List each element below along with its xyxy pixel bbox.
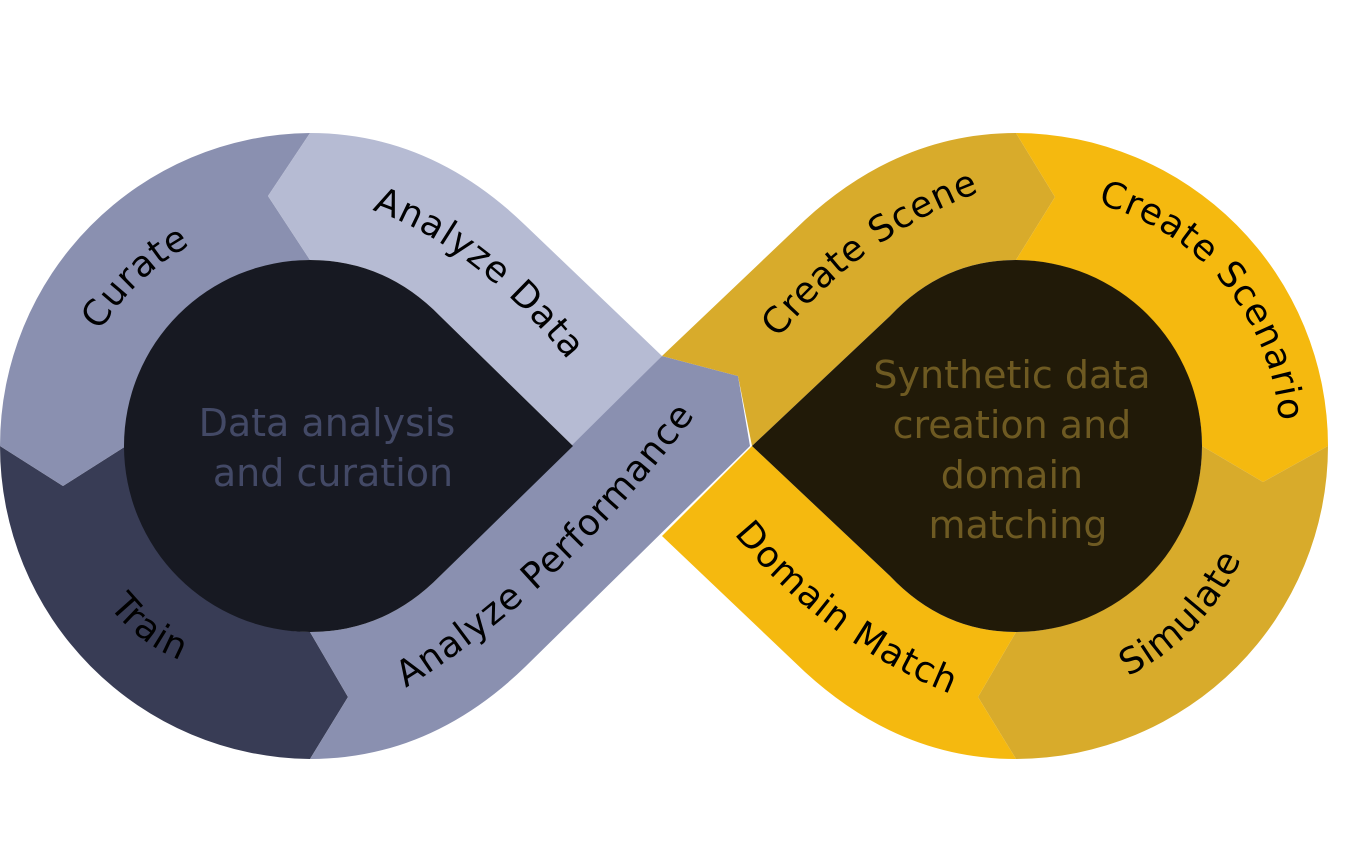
center-right-line: domain [941, 453, 1083, 497]
segment-analyze-performance[interactable] [310, 356, 750, 759]
center-left-line: and curation [213, 451, 453, 495]
center-right-line: matching [929, 503, 1108, 547]
center-right [752, 260, 1202, 632]
segment-domain-match[interactable] [662, 446, 1016, 759]
segment-train[interactable] [0, 446, 348, 759]
center-right-line: Synthetic data [873, 353, 1150, 397]
center-left-line: Data analysis [199, 401, 456, 445]
segment-create-scene[interactable] [662, 133, 1055, 446]
segment-curate[interactable] [0, 133, 310, 486]
left-loop [0, 133, 750, 759]
segment-simulate[interactable] [978, 446, 1328, 759]
right-loop [662, 133, 1328, 759]
center-right-title: Synthetic data creation and domain match… [873, 353, 1162, 547]
center-right-line: creation and [893, 403, 1132, 447]
center-left-title: Data analysis and curation [199, 401, 468, 495]
segment-create-scenario[interactable] [1016, 133, 1328, 482]
center-left [124, 260, 573, 632]
segment-analyze-data[interactable] [268, 133, 662, 446]
